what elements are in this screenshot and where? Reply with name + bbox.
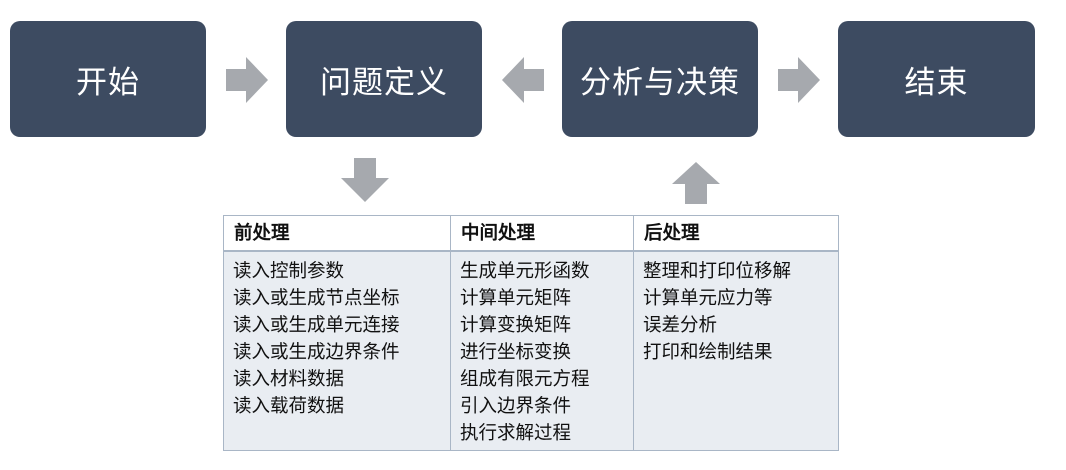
list-item: 读入或生成边界条件 (233, 342, 400, 363)
problem-definition-label: 问题定义 (320, 64, 448, 101)
list-item: 读入控制参数 (233, 261, 345, 282)
arrow-right-icon (226, 57, 268, 103)
column-header: 中间处理 (451, 216, 633, 252)
preprocessing-column: 前处理 读入控制参数 读入或生成节点坐标 读入或生成单元连接 读入或生成边界条件… (224, 216, 451, 450)
list-item: 打印和绘制结果 (643, 342, 773, 363)
start-node-label: 开始 (76, 64, 140, 101)
problem-definition-node: 问题定义 (286, 21, 482, 137)
list-item: 读入或生成节点坐标 (233, 288, 400, 309)
analysis-decision-label: 分析与决策 (580, 64, 740, 101)
column-header: 后处理 (634, 216, 838, 252)
arrow-left-icon (502, 57, 544, 103)
arrow-up-icon (672, 162, 720, 204)
list-item: 计算单元应力等 (643, 288, 773, 309)
list-item: 误差分析 (643, 315, 718, 336)
arrow-down-icon (341, 158, 389, 202)
column-header: 前处理 (224, 216, 450, 252)
list-item: 引入边界条件 (460, 396, 572, 417)
list-item: 读入材料数据 (233, 369, 345, 390)
list-item: 计算单元矩阵 (460, 288, 572, 309)
column-body: 生成单元形函数 计算单元矩阵 计算变换矩阵 进行坐标变换 组成有限元方程 引入边… (451, 252, 633, 450)
arrow-right-icon (778, 57, 820, 103)
list-item: 进行坐标变换 (460, 342, 572, 363)
processing-table: 前处理 读入控制参数 读入或生成节点坐标 读入或生成单元连接 读入或生成边界条件… (223, 215, 839, 451)
analysis-decision-node: 分析与决策 (562, 21, 758, 137)
postprocessing-column: 后处理 整理和打印位移解 计算单元应力等 误差分析 打印和绘制结果 (634, 216, 838, 450)
list-item: 组成有限元方程 (460, 369, 590, 390)
list-item: 读入或生成单元连接 (233, 315, 400, 336)
intermediate-processing-column: 中间处理 生成单元形函数 计算单元矩阵 计算变换矩阵 进行坐标变换 组成有限元方… (451, 216, 634, 450)
start-node: 开始 (10, 21, 206, 137)
list-item: 整理和打印位移解 (643, 261, 792, 282)
end-node-label: 结束 (904, 64, 969, 101)
list-item: 计算变换矩阵 (460, 315, 572, 336)
list-item: 读入载荷数据 (233, 396, 345, 417)
column-body: 整理和打印位移解 计算单元应力等 误差分析 打印和绘制结果 (634, 252, 838, 450)
end-node: 结束 (838, 21, 1035, 137)
column-body: 读入控制参数 读入或生成节点坐标 读入或生成单元连接 读入或生成边界条件 读入材… (224, 252, 450, 450)
list-item: 生成单元形函数 (460, 261, 590, 282)
list-item: 执行求解过程 (460, 423, 572, 444)
